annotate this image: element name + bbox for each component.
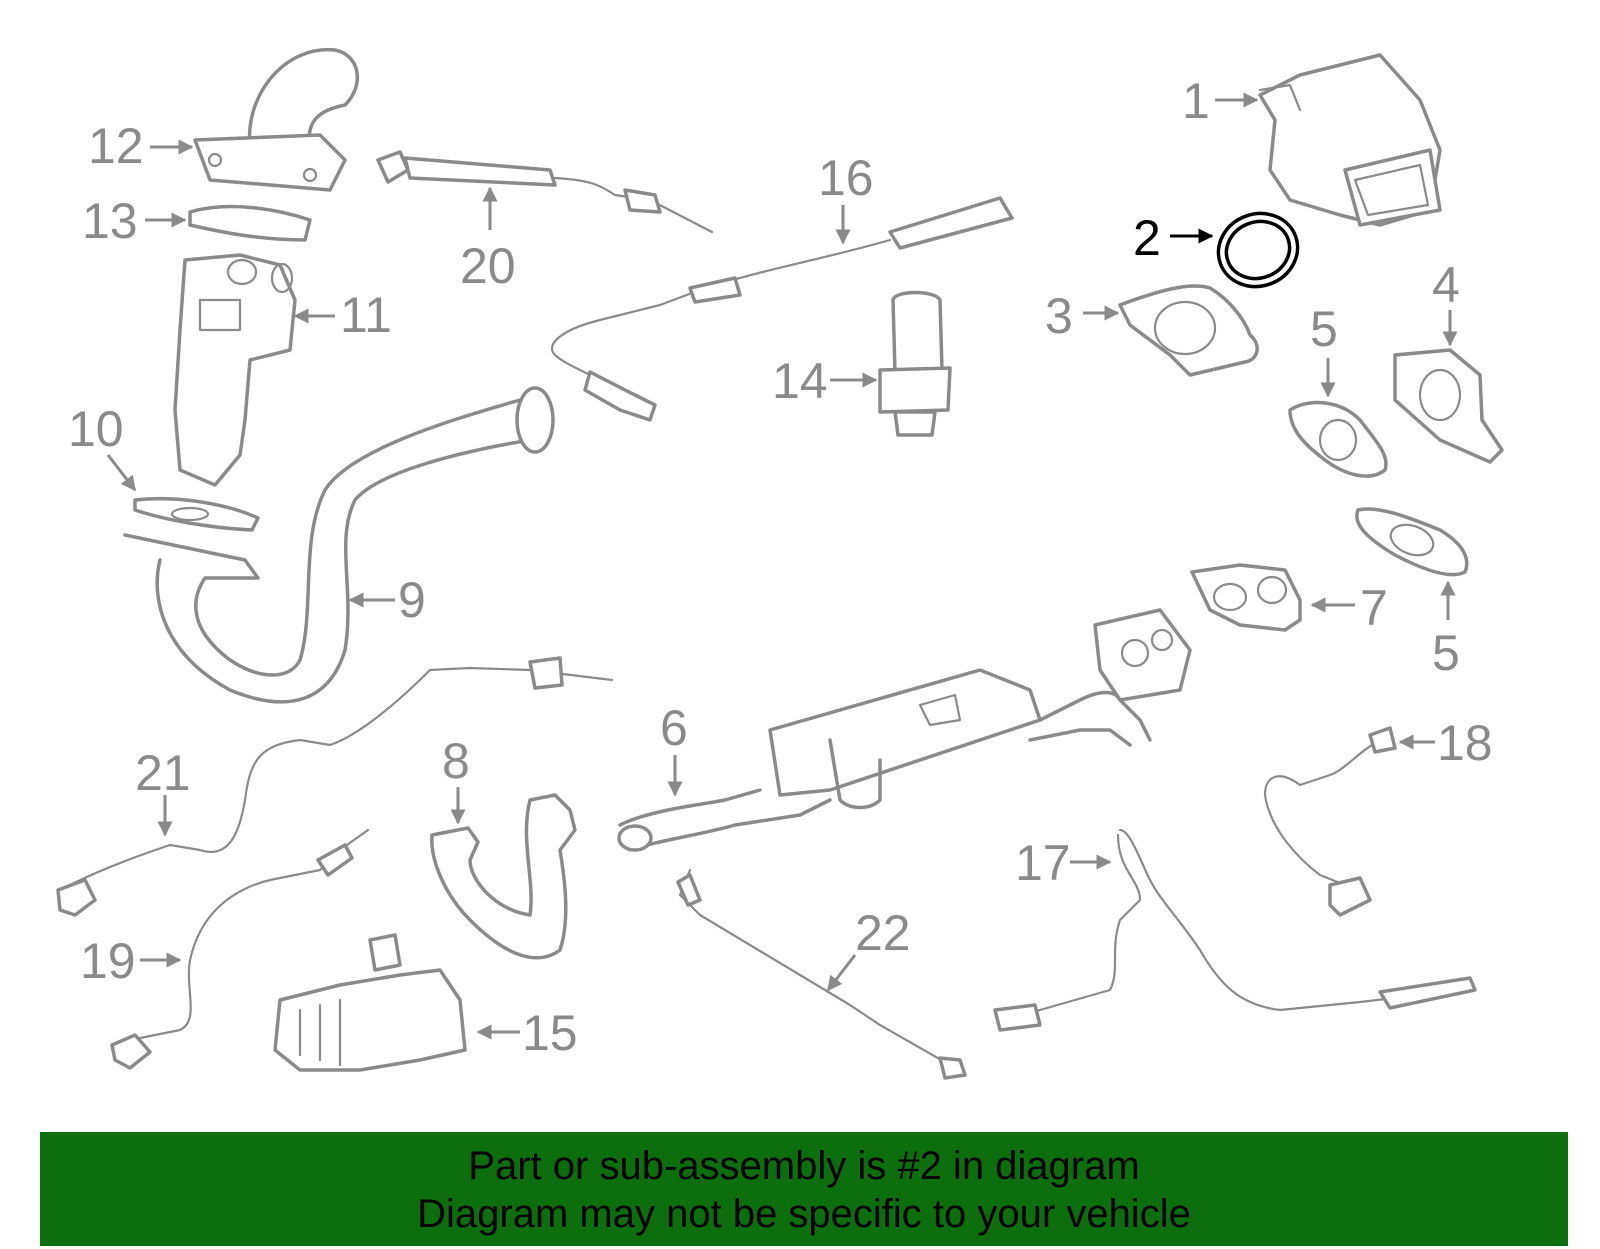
part-8-hose[interactable]: 8 (430, 733, 577, 960)
part-20-temperature-sensor[interactable]: 20 (376, 150, 714, 294)
callout-5-upper: 5 (1310, 301, 1338, 357)
callout-3: 3 (1045, 288, 1073, 344)
callout-5-lower: 5 (1432, 625, 1460, 681)
callout-22: 22 (855, 905, 911, 961)
part-15-actuator[interactable]: 15 (273, 933, 578, 1072)
callout-13: 13 (82, 193, 138, 249)
part-5-gasket-upper[interactable]: 5 (1288, 301, 1388, 478)
callout-1: 1 (1182, 73, 1210, 129)
callout-17: 17 (1015, 835, 1071, 891)
part-17-sensor-wire[interactable]: 17 (993, 828, 1477, 1032)
part-14-pressure-sensor[interactable]: 14 (772, 290, 952, 437)
part-5-gasket-lower[interactable]: 5 (1355, 507, 1469, 681)
info-banner: Part or sub-assembly is #2 in diagram Di… (40, 1132, 1568, 1246)
banner-line-2: Diagram may not be specific to your vehi… (417, 1192, 1191, 1236)
part-6-egr-cooler[interactable]: 6 (617, 608, 1192, 852)
callout-16: 16 (818, 150, 874, 206)
callout-6: 6 (660, 700, 688, 756)
part-7-gasket[interactable]: 7 (1190, 563, 1388, 636)
part-4-flange[interactable]: 4 (1393, 257, 1504, 464)
part-13-gasket[interactable]: 13 (82, 193, 312, 249)
part-19-sensor-wire[interactable]: 19 (80, 828, 370, 1070)
callout-19: 19 (80, 933, 136, 989)
callout-20: 20 (460, 238, 516, 294)
part-12-elbow-flange[interactable]: 12 (88, 48, 360, 192)
part-1-throttle-body[interactable]: 1 (1182, 53, 1442, 227)
callout-21: 21 (135, 745, 191, 801)
part-18-sensor-wire[interactable]: 18 (1263, 715, 1493, 917)
banner-line-1: Part or sub-assembly is #2 in diagram (468, 1144, 1140, 1188)
callout-7: 7 (1360, 580, 1388, 636)
parts-diagram: 12 13 11 10 9 20 (56, 48, 1504, 1080)
part-10-gasket[interactable]: 10 (68, 401, 260, 532)
callout-9: 9 (398, 572, 426, 628)
part-11-egr-valve[interactable]: 11 (173, 253, 392, 487)
part-2-gasket-highlighted[interactable]: 2 (1133, 202, 1308, 297)
part-3-gasket[interactable]: 3 (1045, 284, 1259, 377)
part-21-sensor-wire[interactable]: 21 (56, 656, 614, 917)
callout-8: 8 (442, 733, 470, 789)
callout-10: 10 (68, 401, 124, 457)
callout-2: 2 (1133, 210, 1161, 266)
callout-14: 14 (772, 353, 828, 409)
part-16-oxygen-sensor[interactable]: 16 (550, 150, 1014, 422)
callout-12: 12 (88, 118, 144, 174)
part-22-rod-sensor[interactable]: 22 (676, 868, 967, 1080)
callout-4: 4 (1432, 257, 1460, 313)
callout-18: 18 (1437, 715, 1493, 771)
callout-11: 11 (340, 287, 392, 343)
part-9-pipe[interactable]: 9 (123, 386, 555, 704)
callout-15: 15 (522, 1005, 578, 1061)
